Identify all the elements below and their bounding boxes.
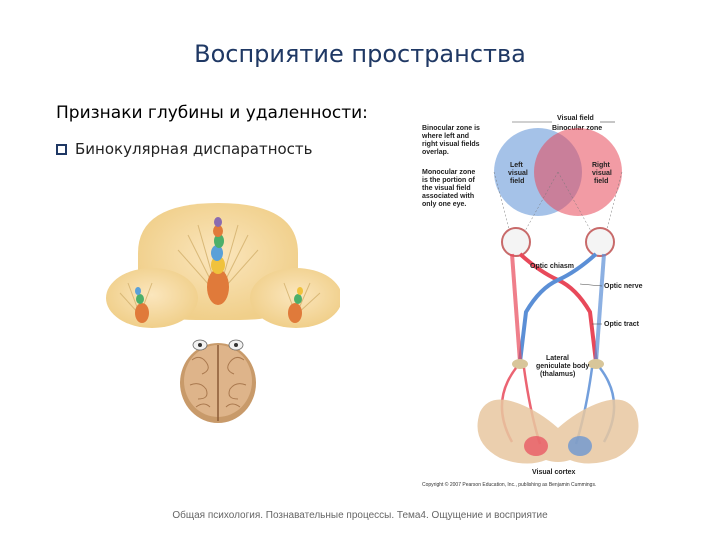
svg-text:right visual fields: right visual fields bbox=[422, 141, 480, 148]
svg-text:where left and: where left and bbox=[421, 133, 469, 140]
slide-subtitle: Признаки глубины и удаленности: bbox=[56, 103, 368, 123]
lgn-label: Lateral geniculate body (thalamus) bbox=[536, 355, 589, 378]
svg-text:the visual field: the visual field bbox=[422, 185, 471, 192]
visual-cortex bbox=[478, 400, 639, 464]
checkbox-bullet-icon bbox=[56, 144, 67, 155]
svg-text:is the portion of: is the portion of bbox=[422, 177, 476, 184]
svg-text:Monocular zone: Monocular zone bbox=[422, 169, 475, 176]
svg-text:visual: visual bbox=[592, 170, 612, 177]
svg-text:field: field bbox=[510, 178, 524, 185]
binocular-disparity-illustration bbox=[100, 195, 340, 430]
right-eye bbox=[586, 228, 614, 256]
brain-illustration bbox=[180, 340, 256, 423]
slide-title: Восприятие пространства bbox=[0, 40, 720, 68]
svg-text:(thalamus): (thalamus) bbox=[540, 371, 575, 378]
svg-text:only one eye.: only one eye. bbox=[422, 201, 466, 208]
svg-text:Binocular zone is: Binocular zone is bbox=[422, 125, 480, 132]
svg-text:geniculate body: geniculate body bbox=[536, 363, 589, 370]
svg-text:associated with: associated with bbox=[422, 193, 474, 200]
svg-text:Left: Left bbox=[510, 162, 524, 169]
visual-cortex-label: Visual cortex bbox=[532, 469, 576, 476]
bullet-text: Бинокулярная диспаратность bbox=[75, 140, 313, 158]
optic-chiasm-label: Optic chiasm bbox=[530, 263, 574, 270]
object-orange-large bbox=[207, 269, 229, 305]
visual-field-label: Visual field bbox=[557, 115, 594, 122]
svg-text:Right: Right bbox=[592, 162, 611, 169]
visual-pathway-diagram: Visual field Binocular zone Binocular zo… bbox=[420, 112, 665, 492]
optic-nerve-label: Optic nerve bbox=[604, 283, 643, 290]
left-eye-view bbox=[106, 268, 198, 328]
svg-text:overlap.: overlap. bbox=[422, 149, 449, 156]
bullet-item: Бинокулярная диспаратность bbox=[56, 140, 313, 158]
left-eye bbox=[502, 228, 530, 256]
slide-footer: Общая психология. Познавательные процесс… bbox=[0, 510, 720, 521]
svg-text:field: field bbox=[594, 178, 608, 185]
svg-text:visual: visual bbox=[508, 170, 528, 177]
svg-text:Lateral: Lateral bbox=[546, 355, 569, 362]
binocular-note: Binocular zone is where left and right v… bbox=[421, 125, 480, 156]
optic-tract-label: Optic tract bbox=[604, 321, 640, 328]
copyright-text: Copyright © 2007 Pearson Education, Inc.… bbox=[422, 481, 596, 488]
monocular-note: Monocular zone is the portion of the vis… bbox=[422, 169, 476, 208]
